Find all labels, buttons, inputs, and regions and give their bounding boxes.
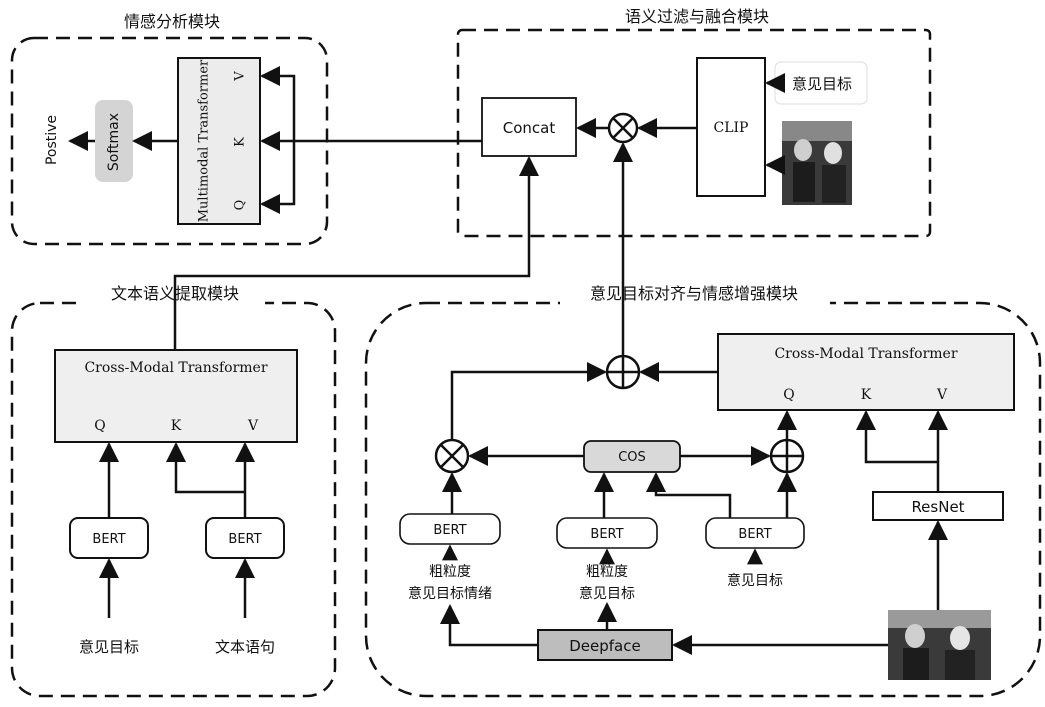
text-input-right: 文本语句 [215,638,275,656]
output-label: Postive [44,115,60,165]
text-cmt-label: Cross-Modal Transformer [84,360,267,376]
align-bert2-label: BERT [590,527,623,542]
align-cmt-q: Q [783,387,794,403]
filter-module-title: 语义过滤与融合模块 [625,7,769,26]
input-image-bottom [888,610,991,680]
multiply-node-top [609,114,637,142]
sentiment-module-title: 情感分析模块 [124,12,220,31]
add-node-right [771,440,803,472]
align-cmt-v: V [936,387,948,403]
branch-q [262,141,294,204]
align-label2-line1: 粗粒度 [586,564,628,580]
multiply-node-left [436,440,468,472]
align-label2-line2: 意见目标 [579,585,635,602]
clip-label: CLIP [714,120,749,136]
multimodal-transformer-box [178,58,260,224]
align-label3: 意见目标 [727,572,783,589]
concat-label: Concat [503,119,556,137]
text-input-left: 意见目标 [79,638,139,656]
branch-v [262,76,294,141]
softmax-label: Softmax [106,113,122,171]
target-input-label: 意见目标 [792,75,852,93]
resnet-label: ResNet [911,498,964,516]
cos-label: COS [618,450,646,465]
mm-v-label: V [233,71,248,82]
align-label1-line1: 粗粒度 [429,564,471,580]
input-image-top [782,121,852,205]
text-cmt-k: K [171,418,182,434]
arrow-resnet-to-k [866,412,938,462]
align-cmt-label: Cross-Modal Transformer [774,346,957,362]
mm-k-label: K [233,137,248,147]
mm-q-label: Q [233,200,248,211]
add-node-top [607,356,639,388]
text-bert-left-label: BERT [92,532,125,547]
text-bert-right-label: BERT [228,532,261,547]
arrow-bert3-to-cos [656,474,730,518]
multimodal-transformer-label: Multimodal Transformer [197,59,212,222]
text-cmt-q: Q [94,418,105,434]
arrow-deepface-to-label1 [450,606,538,645]
align-cmt-k: K [861,387,872,403]
deepface-label: Deepface [569,637,640,655]
arrow-bertr-to-k [176,444,245,492]
align-bert3-label: BERT [738,527,771,542]
alignment-module-title: 意见目标对齐与情感增强模块 [590,284,798,303]
arrow-mult-to-add [452,372,605,440]
align-bert1-label: BERT [433,523,466,538]
text-cmt-v: V [247,418,259,434]
align-label1-line2: 意见目标情绪 [408,585,492,602]
